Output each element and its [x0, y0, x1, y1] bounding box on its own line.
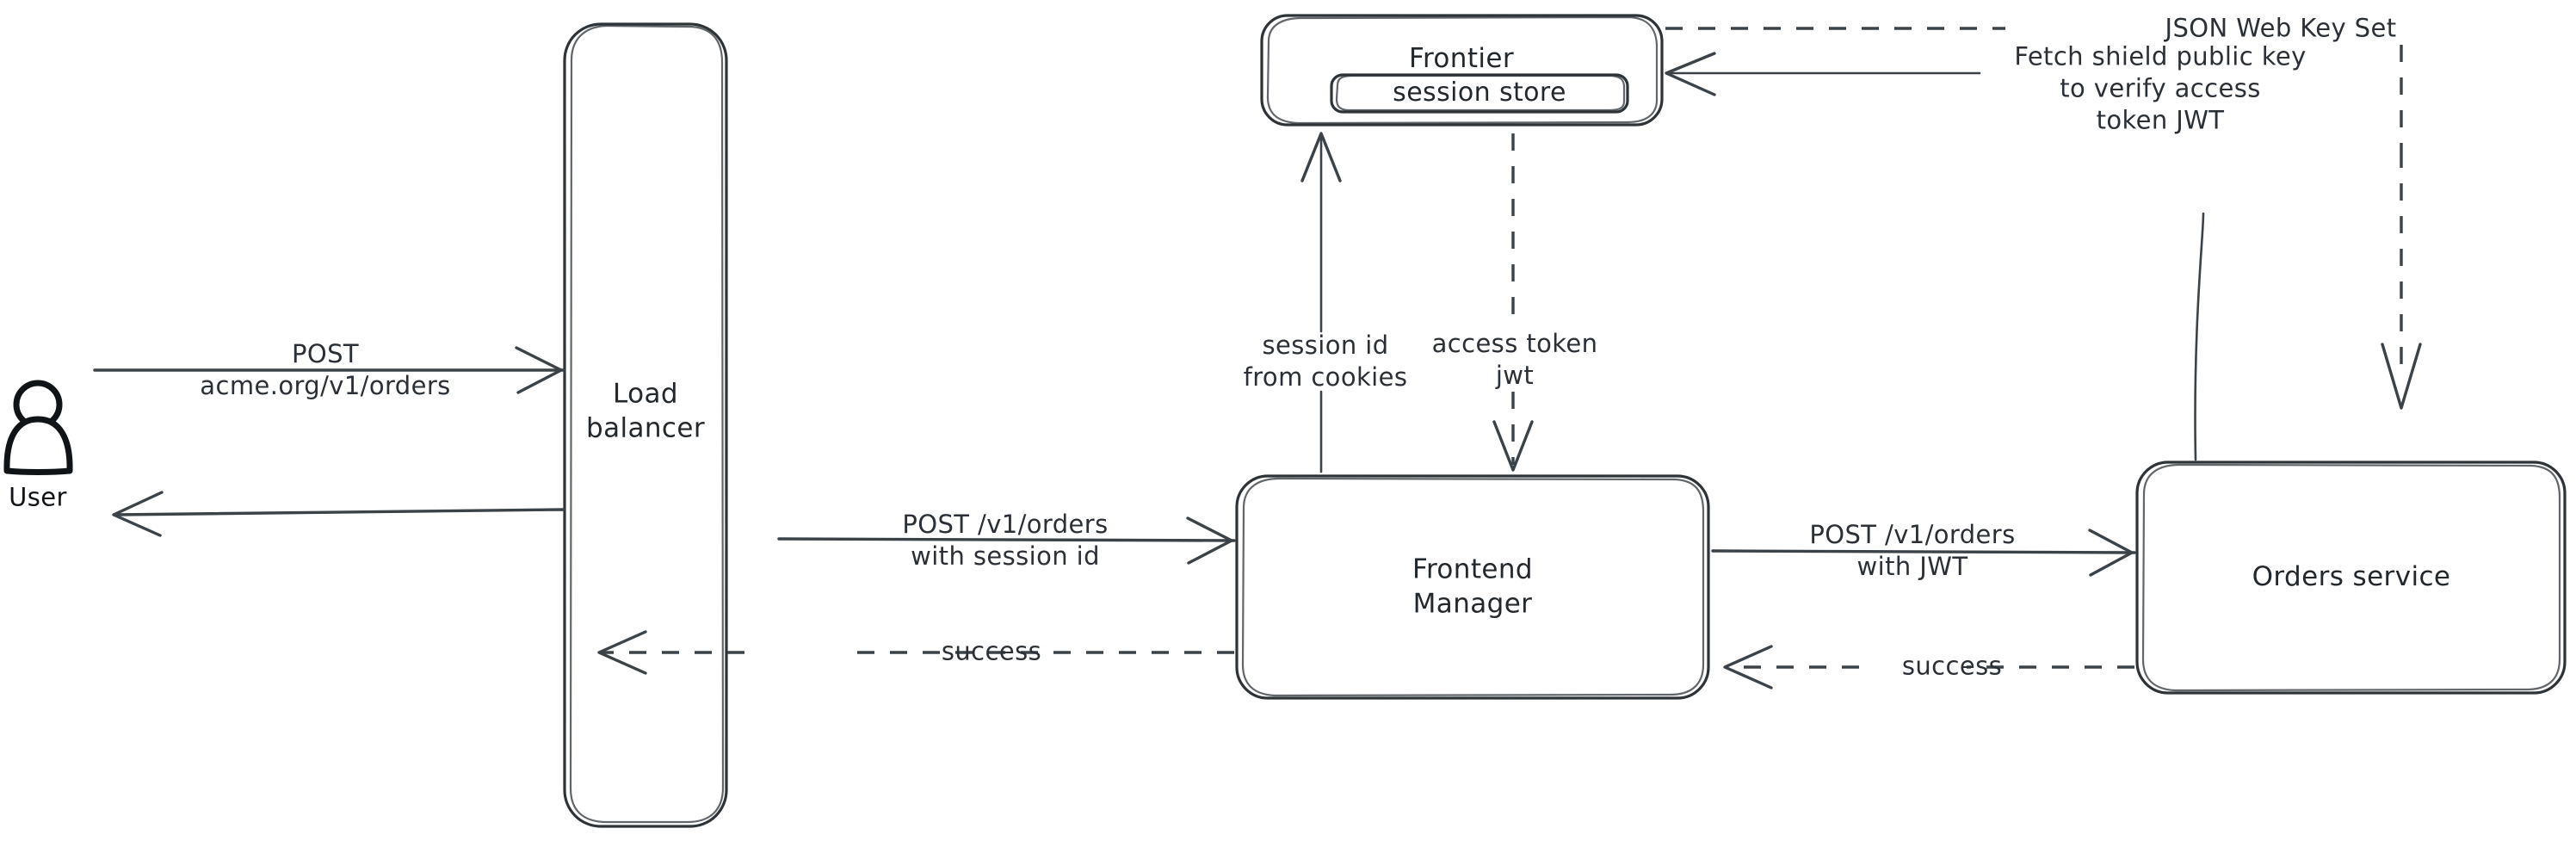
edge-user-to-load-balancer [93, 346, 565, 394]
user-actor-icon [3, 380, 73, 475]
edge-orders-service-to-frontier [1665, 52, 2205, 461]
edge-load-balancer-to-user [112, 491, 565, 537]
node-frontier[interactable] [1260, 14, 1664, 127]
node-load-balancer[interactable] [563, 22, 728, 828]
node-session-store [1330, 73, 1629, 114]
edge-frontend-manager-to-frontier [1300, 132, 1342, 473]
edge-load-balancer-to-frontend-manager [777, 516, 1236, 565]
edge-frontier-to-frontend-manager [1492, 133, 1534, 472]
edge-frontend-manager-to-orders-service [1711, 529, 2136, 577]
edge-frontend-manager-to-load-balancer [597, 630, 1234, 675]
node-frontend-manager[interactable] [1235, 474, 1710, 700]
edge-frontier-to-orders-service [1665, 27, 2422, 410]
edge-orders-service-to-frontend-manager [1723, 645, 2134, 689]
node-orders-service[interactable] [2135, 461, 2567, 695]
